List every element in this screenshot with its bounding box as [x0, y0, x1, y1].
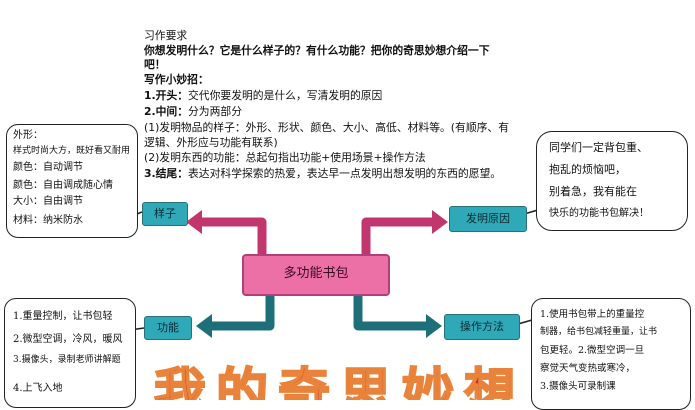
reason-note-line: 同学们一定背包重、	[549, 141, 648, 154]
writing-question-line1: 你想发明什么？它是什么样子的？有什么功能？把你的奇思妙想介绍一下	[144, 44, 490, 57]
step2: 2.中间：分为两部分	[144, 105, 242, 119]
step2-text: 分为两部分	[188, 105, 242, 118]
arrow-to-appearance	[200, 217, 267, 256]
operation-note-bubble: 1.使用书包带上的重量控 制器，给书包减轻重量，让书 包更轻。2.微型空调一旦 …	[531, 298, 691, 410]
writing-requirements: 习作要求 你想发明什么？它是什么样子的？有什么功能？把你的奇思妙想介绍一下 吧！…	[144, 29, 544, 189]
mindmap-connectors	[129, 209, 539, 338]
tips-heading: 写作小妙招：	[144, 73, 209, 86]
reason-note-line: 别着急，我有能在	[549, 185, 637, 198]
writing-question-line2: 吧！	[144, 58, 166, 71]
step3: 3.结尾：表达对科学探索的热爱，表达早一点发明出想发明的东西的愿望。	[144, 167, 501, 181]
node-appearance: 样子	[142, 202, 188, 226]
node-reason: 发明原因	[449, 206, 527, 232]
step1-label: 1.开头：	[144, 89, 189, 102]
operation-note-line: 察觉天气变热或寒冷，	[540, 363, 636, 374]
appearance-note-line: 颜色：自由调成随心情	[13, 180, 113, 191]
appearance-note-line: 颜色：自动调节	[13, 162, 83, 173]
step2b: (2)发明东西的功能：总起句指出功能+使用场景+操作方法	[144, 151, 426, 164]
reason-note-line: 抱乱的烦恼吧，	[549, 163, 626, 176]
appearance-note-line: 样式时尚大方，既好看又耐用	[13, 146, 131, 156]
arrow-to-operation	[353, 294, 426, 331]
operation-note-line: 1.使用书包带上的重量控	[540, 309, 645, 320]
appearance-note-line: 材料：纳米防水	[13, 215, 83, 226]
function-note-line: 4.上飞入地	[13, 383, 63, 394]
step2a: (1)发明物品的样子：外形、形状、颜色、大小、高低、材料等。(有顺序、有	[144, 121, 510, 134]
appearance-note-line: 大小：自由调节	[13, 196, 83, 207]
step3-label: 3.结尾：	[144, 167, 189, 180]
node-function: 功能	[144, 316, 192, 340]
node-operation: 操作方法	[444, 314, 520, 340]
reason-note-bubble: 同学们一定背包重、 抱乱的烦恼吧， 别着急，我有能在 快乐的功能书包解决！	[536, 131, 688, 231]
function-note-line: 2.微型空调，冷风，暖风	[13, 334, 123, 345]
reason-note-line: 快乐的功能书包解决！	[549, 208, 649, 219]
arrow-to-reason	[361, 217, 432, 262]
operation-note-line: 3.摄像头可录制课	[540, 381, 616, 392]
arrow-to-function	[212, 292, 275, 331]
function-note-line: 1.重量控制，让书包轻	[13, 311, 113, 322]
function-note-bubble: 1.重量控制，让书包轻 2.微型空调，冷风，暖风 3.摄像头，录制老师讲解题 4…	[4, 298, 136, 408]
step1: 1.开头：交代你要发明的是什么，写清发明的原因	[144, 89, 382, 103]
step1-text: 交代你要发明的是什么，写清发明的原因	[188, 89, 383, 102]
step2-label: 2.中间：	[144, 105, 189, 118]
title-banner: 我的奇思妙想	[150, 364, 530, 401]
operation-note-line: 包更轻。2.微型空调一旦	[540, 345, 645, 356]
operation-note-line: 制器，给书包减轻重量，让书	[540, 327, 658, 337]
step2a-cont: 逻辑、外形应与功能有联系)	[144, 136, 278, 149]
title-banner-text: 我的奇思妙想	[153, 364, 526, 401]
center-node: 多功能书包	[242, 254, 390, 296]
step3-text: 表达对科学探索的热爱，表达早一点发明出想发明的东西的愿望。	[188, 167, 502, 180]
writing-heading: 习作要求	[144, 29, 188, 42]
appearance-note-bubble: 外形： 样式时尚大方，既好看又耐用 颜色：自动调节 颜色：自由调成随心情 大小：…	[6, 124, 138, 238]
appearance-note-line: 外形：	[13, 130, 43, 141]
function-note-line: 3.摄像头，录制老师讲解题	[13, 355, 121, 365]
